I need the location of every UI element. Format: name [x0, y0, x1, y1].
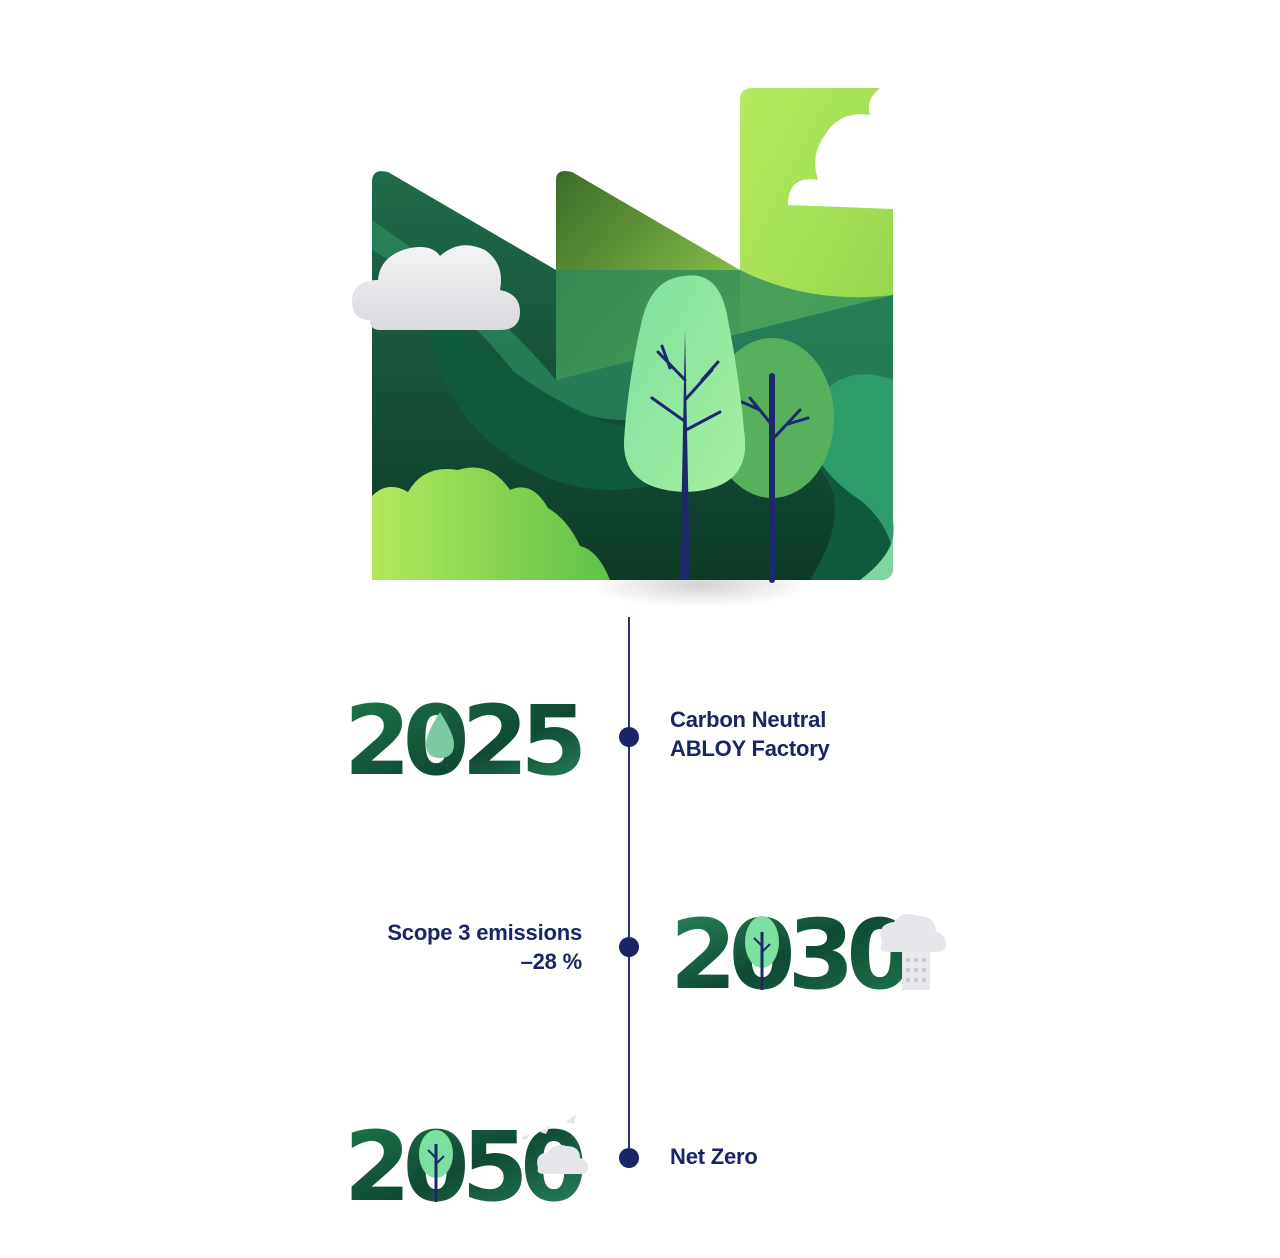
milestone-2050-label: Net Zero: [670, 1144, 758, 1169]
milestone-2030-label: Scope 3 emissions –28 %: [387, 920, 582, 974]
year-2050-graphic: 2050: [344, 1110, 594, 1206]
timeline-dot-2030: [619, 937, 639, 957]
milestone-2025-label: Carbon Neutral ABLOY Factory: [670, 707, 830, 761]
timeline-dot-2050: [619, 1148, 639, 1168]
svg-text:2030: 2030: [670, 902, 909, 998]
year-2030-graphic: 2030: [670, 902, 950, 998]
timeline-line: [628, 617, 630, 1165]
timeline-dot-2025: [619, 727, 639, 747]
svg-text:2025: 2025: [344, 690, 581, 782]
year-2025-graphic: 2025: [344, 690, 594, 782]
green-factory-illustration: [340, 80, 940, 620]
